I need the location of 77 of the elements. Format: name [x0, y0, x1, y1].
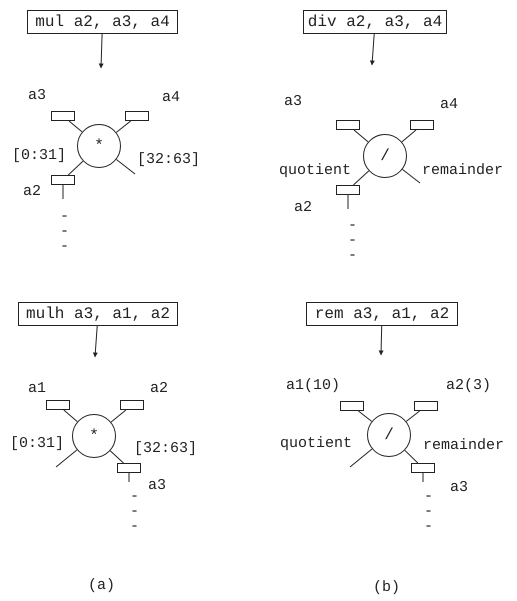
connector-line — [350, 448, 372, 468]
register-box — [51, 111, 75, 121]
arrow — [370, 34, 375, 66]
annotation-label: quotient — [280, 436, 352, 452]
arrow — [98, 34, 104, 68]
connector-line — [406, 410, 420, 422]
annotation-label: [32:63] — [134, 441, 198, 457]
continuation-mark: - — [130, 519, 140, 535]
connector-line — [110, 410, 126, 423]
arrow — [378, 326, 384, 356]
connector-line — [116, 120, 132, 133]
connector-line — [404, 450, 418, 464]
annotation-label: [32:63] — [137, 152, 200, 168]
register-label: a4 — [440, 97, 458, 113]
connector-line — [63, 410, 78, 422]
annotation-label: remainder — [422, 163, 504, 179]
continuation-mark: - — [60, 209, 70, 225]
continuation-mark: - — [60, 224, 70, 240]
register-box — [336, 185, 360, 195]
annotation-label: (b) — [373, 580, 400, 596]
connector-line — [110, 450, 124, 464]
connector-line — [358, 410, 372, 422]
register-label: a4 — [162, 90, 180, 106]
operator-circle: / — [363, 134, 407, 178]
continuation-mark: - — [424, 504, 434, 520]
connector-line — [354, 130, 369, 142]
continuation-mark: - — [348, 233, 358, 249]
connector-line — [422, 472, 424, 482]
register-label: a3 — [450, 480, 468, 496]
connector-line — [402, 168, 420, 184]
connector-line — [116, 159, 136, 174]
register-label: a2 — [23, 184, 42, 200]
register-label: a3 — [28, 88, 46, 104]
register-box — [51, 175, 75, 185]
register-label: a3 — [148, 478, 166, 494]
connector-line — [352, 170, 370, 186]
register-label: a2 — [294, 200, 312, 216]
connector-line — [401, 130, 416, 142]
register-box — [336, 120, 360, 130]
register-box — [340, 401, 364, 411]
register-box — [411, 463, 435, 473]
register-label: a2 — [150, 381, 168, 397]
register-box — [120, 400, 144, 410]
continuation-mark: - — [130, 489, 140, 505]
instruction-box: mul a2, a3, a4 — [27, 10, 178, 34]
connector-line — [68, 160, 84, 176]
annotation-label: quotient — [279, 163, 352, 179]
operator-circle: / — [367, 413, 411, 457]
continuation-mark: - — [348, 248, 358, 264]
instruction-box: div a2, a3, a4 — [303, 10, 447, 34]
register-label: a1(10) — [286, 378, 340, 394]
register-box — [117, 463, 141, 473]
continuation-mark: - — [424, 519, 434, 535]
continuation-mark: - — [60, 239, 70, 255]
connector-line — [62, 184, 64, 200]
connector-line — [68, 120, 83, 132]
register-box — [125, 111, 149, 121]
annotation-label: remainder — [423, 438, 504, 454]
annotation-label: (a) — [88, 578, 116, 594]
register-box — [46, 400, 70, 410]
annotation-label: [0:31] — [12, 148, 66, 164]
continuation-mark: - — [348, 218, 358, 234]
register-box — [410, 120, 434, 130]
annotation-label: [0:31] — [10, 436, 64, 452]
connector-line — [56, 449, 78, 468]
continuation-mark: - — [424, 489, 434, 505]
instruction-box: rem a3, a1, a2 — [306, 302, 458, 326]
register-label: a3 — [284, 94, 302, 110]
connector-line — [128, 472, 130, 482]
register-label: a2(3) — [446, 378, 492, 394]
register-box — [414, 401, 438, 411]
continuation-mark: - — [130, 504, 140, 520]
operator-circle: * — [72, 414, 116, 458]
operator-circle: * — [77, 124, 121, 168]
instruction-box: mulh a3, a1, a2 — [18, 302, 178, 326]
register-label: a1 — [28, 381, 46, 397]
arrow — [92, 326, 98, 358]
